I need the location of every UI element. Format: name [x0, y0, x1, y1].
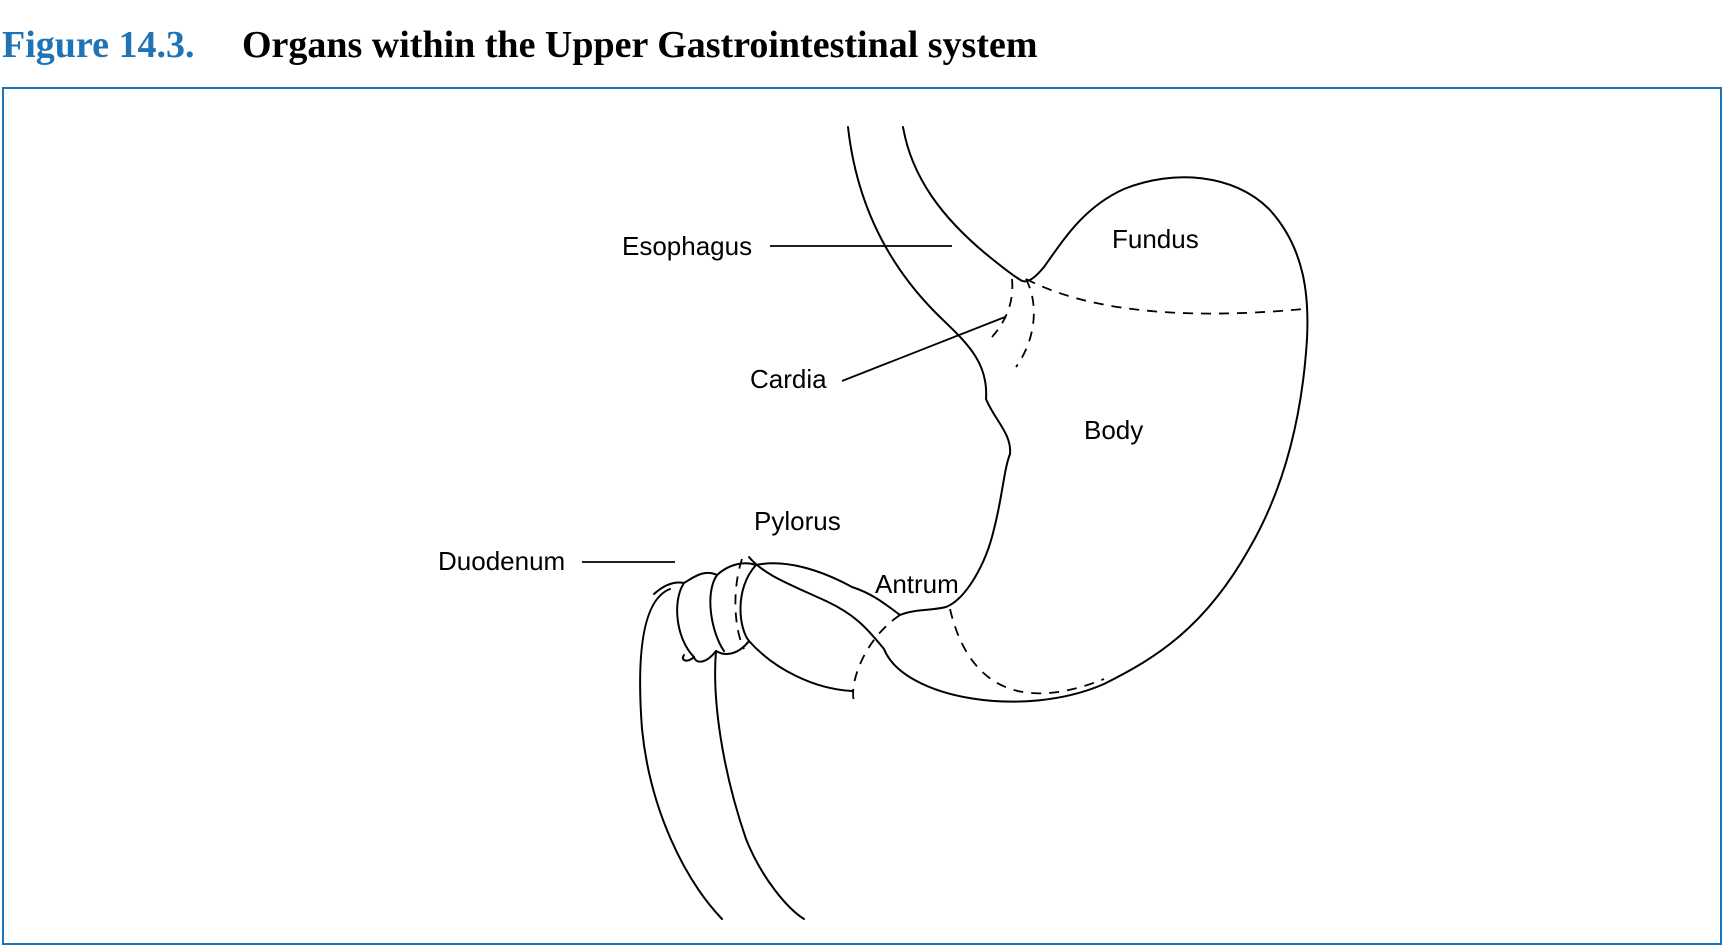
pylorus-base [682, 640, 750, 663]
antrum-label: Antrum [875, 569, 959, 599]
figure-frame: Esophagus Fundus Cardia Body Pylorus Duo… [2, 87, 1722, 945]
esophagus-cardia-boundary-left [991, 278, 1014, 338]
pylorus-upper-contour [653, 562, 853, 595]
pylorus-bulb-1 [739, 564, 757, 642]
antrum-pylorus-boundary [852, 614, 901, 702]
esophagus-label: Esophagus [622, 231, 752, 261]
fundus-label: Fundus [1112, 224, 1199, 254]
stomach-diagram: Esophagus Fundus Cardia Body Pylorus Duo… [438, 126, 1309, 920]
pylorus-lower-contour [748, 556, 827, 602]
pyloric-canal-lower [748, 640, 853, 692]
fundus-body-boundary [1025, 278, 1305, 315]
pylorus-duodenum-boundary [734, 558, 745, 650]
duodenum-right-wall [714, 650, 805, 920]
cardia-leader [841, 316, 1006, 382]
cardia-label: Cardia [750, 364, 827, 394]
body-label: Body [1084, 415, 1143, 445]
pylorus-bulb-2 [709, 574, 725, 652]
figure-title: Organs within the Upper Gastrointestinal… [241, 24, 1038, 66]
pylorus-label: Pylorus [754, 506, 841, 536]
stomach-lesser-curvature [851, 453, 1011, 616]
stomach-greater-curvature [825, 176, 1309, 703]
figure-number: Figure 14.3. [2, 24, 195, 66]
duodenum-label: Duodenum [438, 546, 565, 576]
esophagus-right-wall [902, 126, 1020, 280]
esophagus-left-wall [847, 126, 1012, 455]
figure-caption: Figure 14.3. Organs within the Upper Gas… [0, 18, 1038, 72]
duodenum-left-wall [639, 588, 723, 920]
body-antrum-boundary [949, 608, 1105, 695]
esophagus-cardia-boundary-right [1015, 278, 1035, 368]
pylorus-bulb-3 [676, 582, 695, 658]
